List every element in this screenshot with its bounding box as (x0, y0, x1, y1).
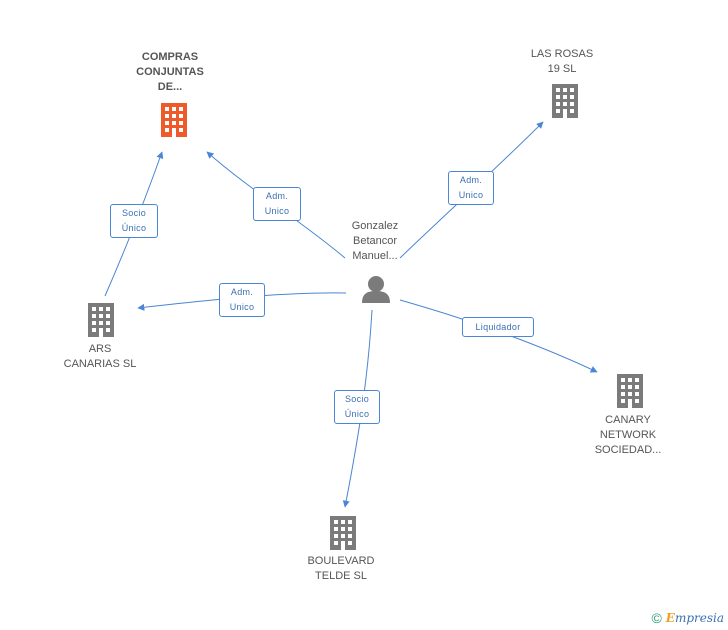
building-icon (330, 516, 356, 550)
node-person-label[interactable]: Gonzalez Betancor Manuel... (351, 220, 399, 262)
empresia-credit: © Empresia (651, 610, 724, 626)
node-compras-label[interactable]: COMPRAS CONJUNTAS DE... (136, 51, 204, 93)
building-icon (161, 103, 187, 137)
empresia-logo: Empresia (665, 611, 724, 625)
edge-label-adm-unico: Adm. Unico (448, 171, 494, 205)
edge-label-adm-unico: Adm. Unico (219, 283, 265, 317)
edge-label-adm-unico: Adm. Unico (253, 187, 301, 221)
building-icon (552, 84, 578, 118)
node-canary-label[interactable]: CANARY NETWORK SOCIEDAD... (594, 414, 662, 456)
person-icon (362, 276, 390, 303)
building-icon (617, 374, 643, 408)
building-icon (88, 303, 114, 337)
copyright-icon: © (651, 610, 662, 626)
edge-label-socio-unico: Socio Único (110, 204, 158, 238)
node-las-rosas-label[interactable]: LAS ROSAS 19 SL (530, 48, 594, 75)
edge-label-liquidador: Liquidador (462, 317, 534, 337)
node-ars-label[interactable]: ARS CANARIAS SL (63, 343, 137, 370)
node-boulevard-label[interactable]: BOULEVARD TELDE SL (307, 555, 375, 582)
edge-label-socio-unico: Socio Único (334, 390, 380, 424)
